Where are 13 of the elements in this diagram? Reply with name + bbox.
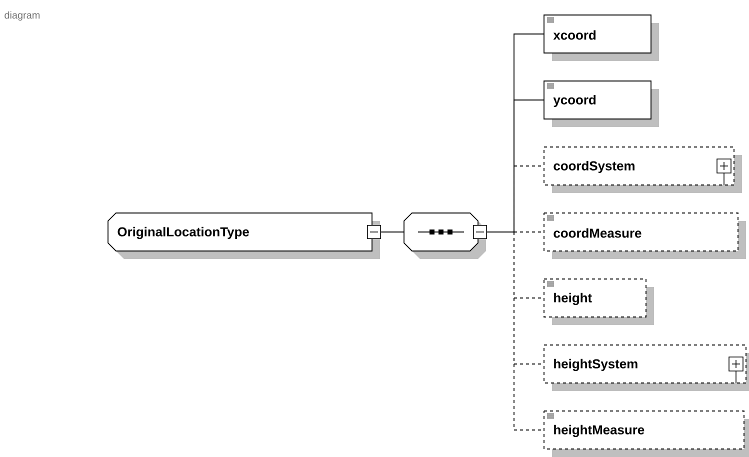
diagram-label: diagram <box>4 11 40 21</box>
connector-line <box>473 224 514 239</box>
connector-line <box>367 224 404 239</box>
element-box: heightSystem <box>544 344 749 391</box>
element-box: coordSystem <box>544 146 742 193</box>
element-box: xcoord <box>544 14 659 61</box>
type-box: OriginalLocationType <box>108 212 380 259</box>
element-box: heightMeasure <box>544 410 749 457</box>
sequence-box <box>404 212 486 259</box>
element-box: coordMeasure <box>544 212 746 259</box>
element-box: ycoord <box>544 80 659 127</box>
element-box: height <box>544 278 654 325</box>
connector-line <box>514 100 544 232</box>
